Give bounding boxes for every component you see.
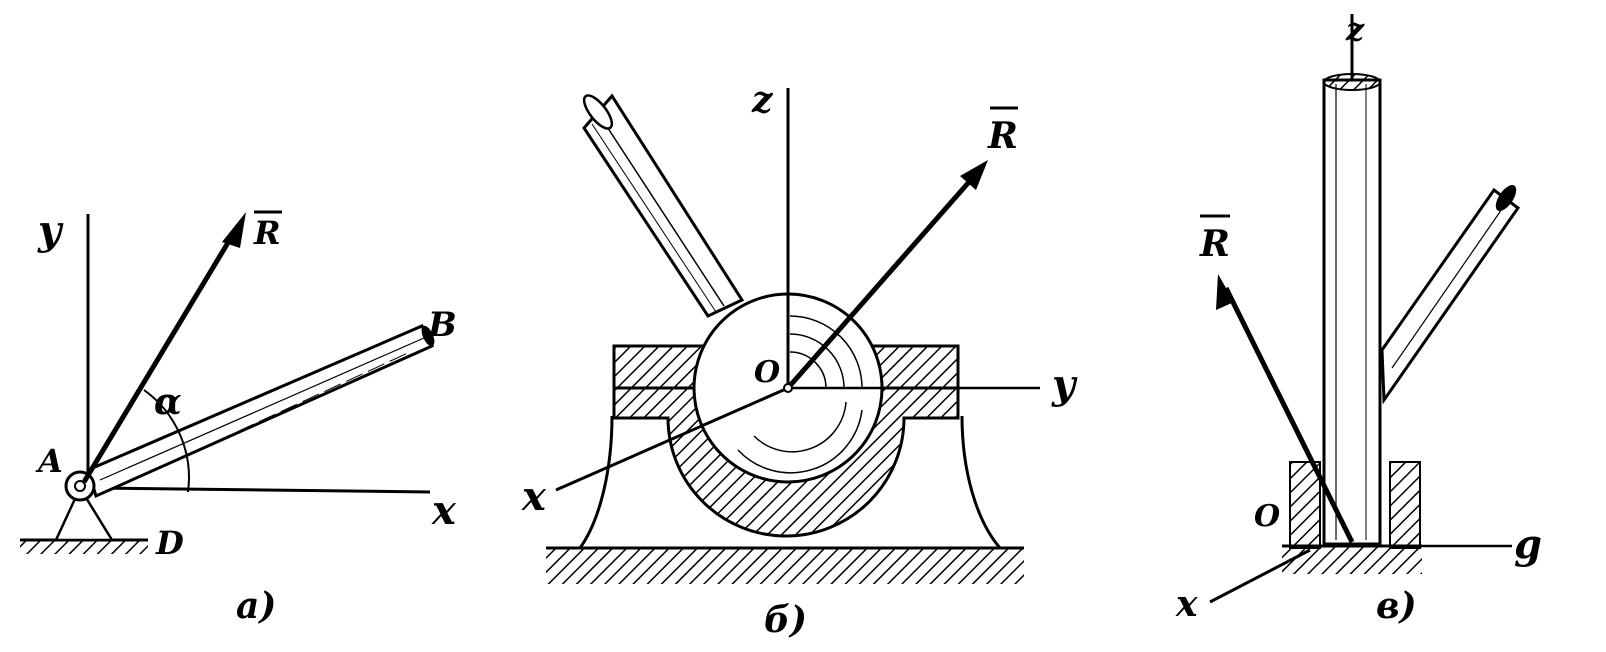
fig-a-label-b: B — [427, 305, 457, 345]
fig-b-housing-upper-right — [870, 344, 960, 390]
fig-c-label-x: x — [1175, 583, 1198, 625]
fig-a-label-d: D — [155, 524, 184, 562]
fig-a-label-x: x — [431, 487, 457, 534]
fig-c-x-axis — [1209, 548, 1311, 604]
fig-b-housing-base — [578, 415, 1002, 549]
figure-b: z R O y x б) — [521, 79, 1078, 641]
fig-b-x-axis — [555, 386, 789, 492]
fig-a-label-a: A — [35, 442, 63, 480]
fig-b-label-x: x — [521, 473, 547, 520]
fig-a-rod-ab — [86, 324, 435, 499]
fig-c-socket-right — [1389, 461, 1421, 549]
fig-a-caption: a) — [236, 585, 276, 627]
fig-a-ground — [20, 538, 148, 554]
fig-b-r-arrowhead — [960, 160, 988, 190]
fig-a-hinge-support — [54, 485, 115, 542]
fig-c-label-o: O — [1254, 499, 1280, 534]
fig-b-label-o: O — [754, 355, 780, 390]
fig-c-r-arrowhead — [1216, 274, 1234, 310]
fig-c-label-y: g — [1514, 521, 1542, 568]
fig-c-caption: в) — [1376, 585, 1417, 627]
fig-a-label-r: R — [253, 214, 281, 252]
fig-b-handle — [582, 93, 745, 318]
fig-b-label-r: R — [987, 115, 1018, 157]
fig-b-ground — [546, 546, 1024, 584]
fig-b-label-y: y — [1051, 361, 1078, 408]
fig-a-alpha-arc — [143, 389, 190, 493]
fig-a-label-y: y — [37, 207, 64, 254]
figure-a: y x R B α A D a) — [20, 207, 457, 627]
figure-c: z R O g x в) — [1175, 10, 1542, 627]
fig-a-x-axis — [91, 486, 431, 494]
fig-b-r-arrow — [786, 172, 978, 390]
fig-c-label-r: R — [1199, 223, 1230, 265]
fig-b-label-z: z — [751, 79, 774, 121]
fig-c-r-arrow — [1223, 286, 1355, 544]
fig-c-ground — [1282, 544, 1422, 574]
fig-b-caption: б) — [764, 599, 807, 641]
fig-b-housing-upper-left — [612, 344, 706, 390]
fig-c-socket-left — [1289, 461, 1321, 549]
fig-b-origin-point — [783, 383, 793, 393]
fig-c-label-z: z — [1345, 10, 1365, 48]
fig-c-rod — [1322, 73, 1382, 546]
fig-a-r-arrow — [81, 224, 241, 484]
fig-a-r-arrowhead — [222, 212, 246, 248]
fig-c-branch — [1380, 184, 1521, 405]
fig-a-label-alpha: α — [154, 381, 182, 423]
